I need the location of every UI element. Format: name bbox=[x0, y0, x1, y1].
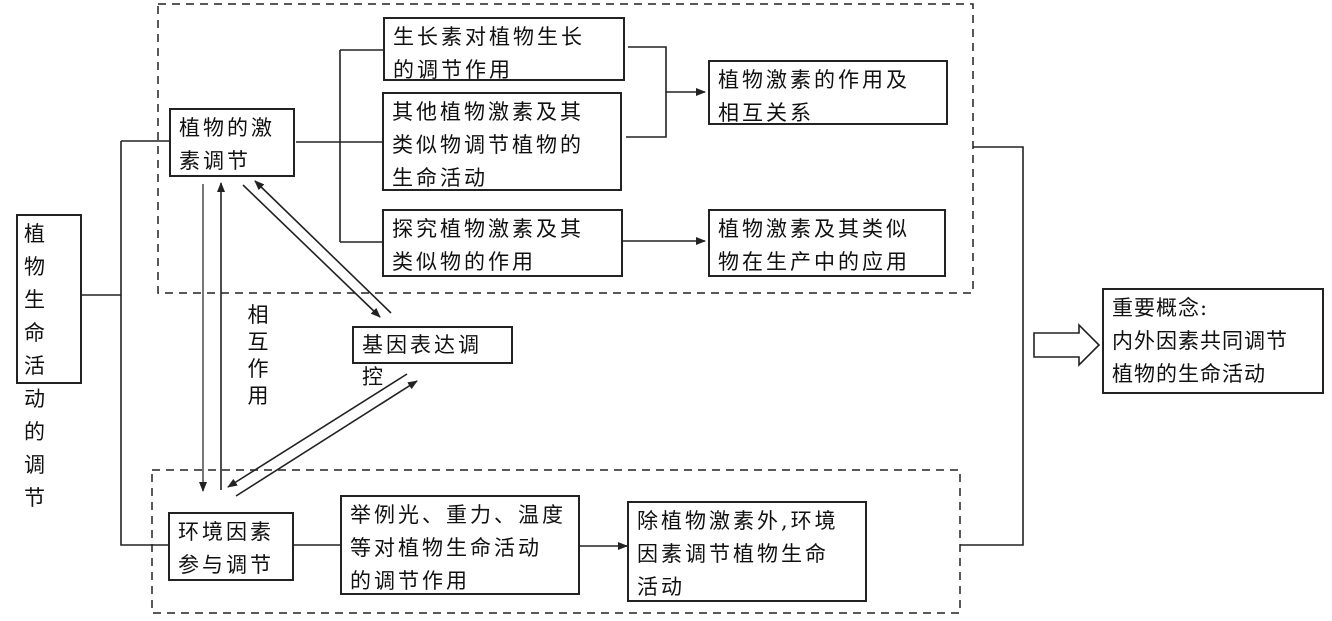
important-concept: 重要概念: 内外因素共同调节 植物的生命活动 bbox=[1102, 288, 1324, 394]
hormone-group-frame bbox=[157, 3, 974, 294]
root-to-hormone bbox=[120, 141, 170, 546]
env-branch-examples: 举例光、重力、温度 等对植物生命活动 的调节作用 bbox=[340, 495, 580, 595]
interaction-label: 相 互 作 用 bbox=[247, 303, 269, 408]
hormone-branch-other: 其他植物激素及其 类似物调节植物的 生命活动 bbox=[382, 92, 622, 191]
arrow-hormone-to-gene bbox=[242, 184, 381, 318]
hormone-branch-auxin: 生长素对植物生长 的调节作用 bbox=[383, 17, 625, 82]
hormone-regulation-node: 植物的激 素调节 bbox=[169, 108, 295, 177]
arrow-env-to-gene bbox=[235, 380, 418, 497]
big-arrow-icon bbox=[1033, 323, 1101, 367]
gene-expression-node: 基因表达调控 bbox=[352, 326, 513, 389]
root-node: 植 物 生 命 活 动 的 调 节 bbox=[16, 214, 82, 510]
hormone-result-applications: 植物激素及其类似 物在生产中的应用 bbox=[708, 209, 946, 277]
arrow-gene-to-env bbox=[227, 373, 408, 488]
env-factor-node: 环境因素 参与调节 bbox=[168, 512, 294, 581]
arrow-gene-to-hormone bbox=[254, 180, 392, 314]
hormone-result-relations: 植物激素的作用及 相互关系 bbox=[708, 60, 948, 125]
groups-to-concept-bracket bbox=[960, 146, 1024, 546]
hormone-branch-explore: 探究植物激素及其 类似物的作用 bbox=[382, 209, 623, 277]
env-result: 除植物激素外,环境 因素调节植物生命 活动 bbox=[627, 501, 867, 602]
